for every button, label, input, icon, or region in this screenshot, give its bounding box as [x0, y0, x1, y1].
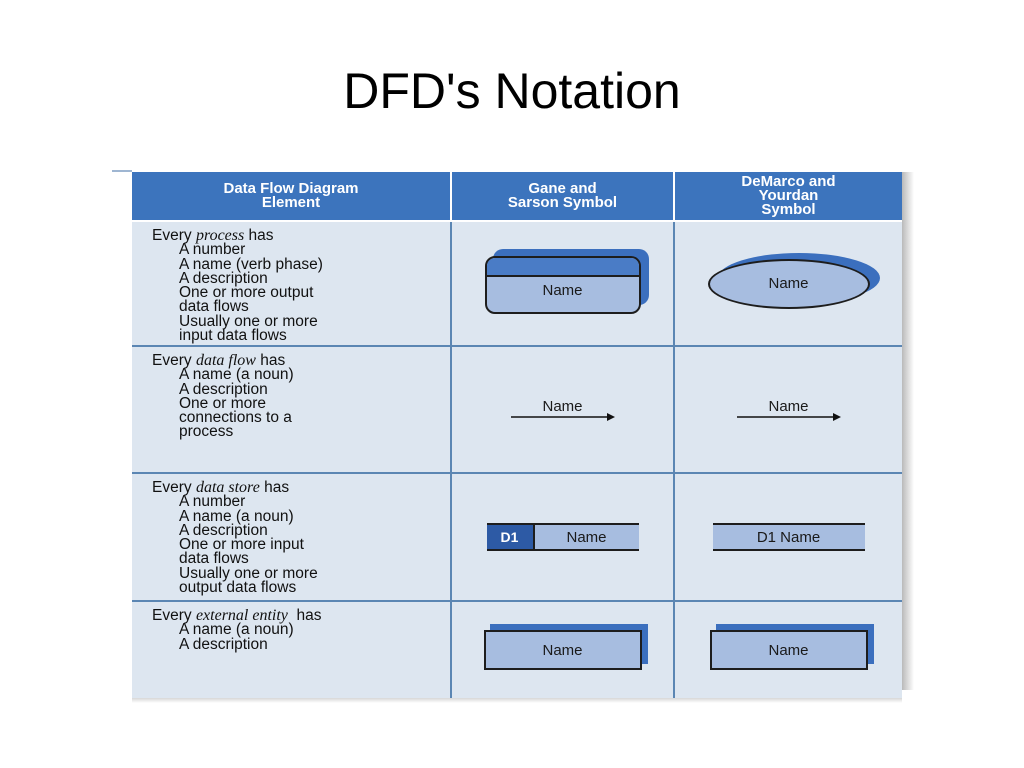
external-entity-term: external entity	[195, 607, 288, 624]
process-attribute: A name (verb phase)	[179, 255, 323, 273]
flow-arrow-icon	[736, 412, 841, 421]
gane-sarson-flow-symbol: Name	[510, 397, 615, 422]
gane-sarson-flow-label: Name	[542, 397, 583, 415]
demarco-store-cell: D1 Name	[675, 474, 902, 602]
gane-sarson-process-symbol: Name	[484, 248, 649, 314]
data-store-attribute: One or more input	[179, 536, 304, 554]
slide-title: DFD's Notation	[343, 63, 681, 119]
notation-table: Data Flow Diagram Element Gane and Sarso…	[132, 172, 902, 698]
gane-sarson-store-id: D1	[486, 525, 535, 549]
external-entity-attribute: A name (a noun)	[179, 621, 294, 639]
header-element-line: Data Flow Diagram	[223, 180, 359, 197]
data-flow-description: Every data flow has A name (a noun) A de…	[132, 347, 452, 474]
data-flow-attribute: One or more	[179, 394, 267, 412]
gane-sarson-store-cell: D1 Name	[452, 474, 675, 602]
flow-arrow-icon	[510, 412, 615, 421]
table-top-rule	[112, 170, 132, 172]
data-store-attribute: output data flows	[179, 579, 297, 597]
external-entity-attribute: A description	[179, 635, 268, 653]
demarco-entity-label: Name	[709, 630, 868, 670]
process-attribute: A description	[179, 269, 268, 287]
gane-sarson-entity-cell: Name	[452, 602, 675, 698]
demarco-flow-symbol: Name	[736, 397, 841, 422]
demarco-flow-label: Name	[768, 397, 809, 415]
gane-sarson-store-symbol: D1 Name	[486, 523, 639, 551]
data-flow-attribute: A name (a noun)	[179, 366, 294, 384]
header-gane-sarson: Gane and Sarson Symbol	[452, 172, 675, 222]
demarco-entity-symbol: Name	[709, 624, 874, 670]
demarco-process-label: Name	[707, 258, 870, 309]
data-store-attribute: data flows	[179, 550, 249, 568]
header-gane-sarson-line: Gane and	[528, 180, 597, 197]
demarco-flow-cell: Name	[675, 347, 902, 474]
process-attribute: A number	[179, 241, 246, 259]
demarco-process-symbol: Name	[707, 252, 880, 309]
data-flow-attribute: A description	[179, 380, 268, 398]
data-flow-attribute: process	[179, 423, 234, 441]
data-flow-term: data flow	[195, 352, 256, 369]
header-gane-sarson-line: Sarson Symbol	[507, 194, 618, 211]
gane-sarson-flow-cell: Name	[452, 347, 675, 474]
header-element-line: Element	[261, 194, 321, 211]
process-attribute: One or more output	[179, 284, 314, 302]
data-store-description: Every data store has A number A name (a …	[132, 474, 452, 602]
gane-sarson-entity-label: Name	[483, 630, 642, 670]
process-attribute: data flows	[179, 298, 249, 316]
header-demarco-line: DeMarco and	[741, 173, 836, 190]
process-attribute: input data flows	[179, 327, 287, 345]
data-store-attribute: Usually one or more	[179, 564, 318, 582]
gane-sarson-entity-symbol: Name	[483, 624, 648, 670]
process-attribute: Usually one or more	[179, 312, 318, 330]
table-shadow-bottom	[132, 697, 902, 703]
external-entity-lead: Every external entity has	[152, 607, 322, 624]
table-shadow-right	[902, 172, 914, 690]
header-demarco-line: Yourdan	[758, 187, 819, 204]
process-lead: Every process has	[152, 227, 274, 244]
demarco-entity-cell: Name	[675, 602, 902, 698]
data-flow-attribute: connections to a	[179, 409, 292, 427]
data-store-attribute: A description	[179, 521, 268, 539]
data-store-attribute: A name (a noun)	[179, 507, 294, 525]
external-entity-description: Every external entity has A name (a noun…	[132, 602, 452, 698]
data-store-term: data store	[195, 479, 260, 496]
gane-sarson-process-label: Name	[542, 281, 583, 299]
data-store-attribute: A number	[179, 493, 246, 511]
demarco-store-symbol: D1 Name	[712, 523, 865, 551]
process-term: process	[195, 227, 245, 244]
gane-sarson-process-cell: Name	[452, 222, 675, 347]
demarco-process-cell: Name	[675, 222, 902, 347]
header-element: Data Flow Diagram Element	[132, 172, 452, 222]
data-store-lead: Every data store has	[152, 479, 290, 496]
header-demarco-yourdan: DeMarco and Yourdan Symbol	[675, 172, 902, 222]
gane-sarson-store-label: Name	[566, 528, 607, 546]
header-demarco-line: Symbol	[761, 201, 816, 218]
process-description: Every process has A number A name (verb …	[132, 222, 452, 347]
data-flow-lead: Every data flow has	[152, 352, 286, 369]
